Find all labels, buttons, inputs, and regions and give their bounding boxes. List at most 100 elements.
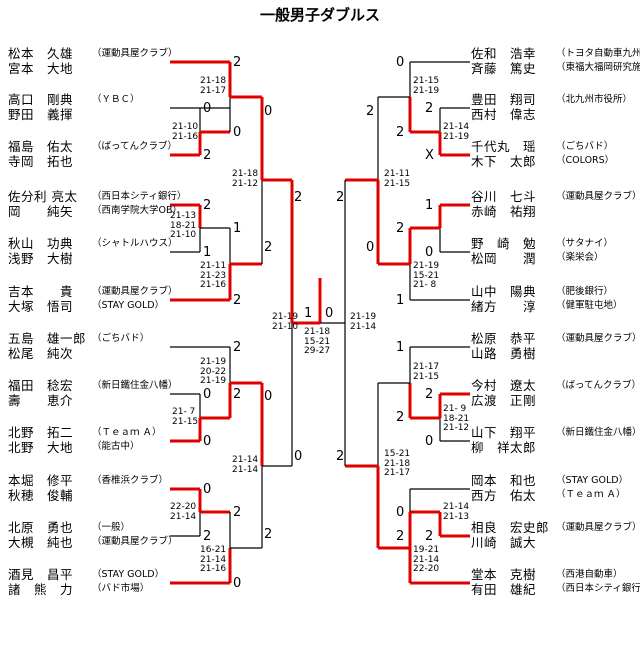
match-result: 1 [233, 221, 242, 236]
player-name: 今村 遼太 [471, 378, 537, 393]
match-result: 0 [203, 387, 212, 402]
player-name: 山中 陽典 [471, 284, 537, 299]
player-name: 川崎 誠大 [471, 535, 537, 550]
player-name: 佐分利 亮太 [8, 189, 78, 204]
player-name: 松岡 潤 [471, 251, 537, 266]
match-result: 2 [425, 387, 434, 402]
player-name: 有田 雄紀 [471, 582, 537, 597]
match-result: 0 [264, 104, 273, 119]
match-result: 0 [233, 125, 242, 140]
match-result: 1 [203, 245, 212, 260]
player-name: 山路 勇樹 [471, 346, 537, 361]
player-name: 松原 恭平 [471, 331, 537, 346]
club-name: （新日鐵住金八幡） [92, 380, 178, 391]
match-result: 0 [396, 55, 405, 70]
player-name: 佐和 浩幸 [471, 46, 537, 61]
player-name: 五島 雄一郎 [8, 331, 87, 346]
club-name: （バド市場） [92, 583, 150, 594]
club-name: （健軍駐屯地） [556, 300, 623, 311]
match-result: 2 [425, 101, 434, 116]
club-name: （ＹＢＣ） [92, 94, 140, 105]
player-name: 福島 佑太 [8, 139, 74, 154]
club-name: （運動具屋クラブ） [556, 333, 640, 344]
club-name: （一般） [92, 522, 131, 533]
club-name: （西南学院大学OB） [92, 205, 182, 216]
club-name: （Ｔｅａｍ Ａ） [556, 489, 626, 500]
club-name: （トヨタ自動車九州） [556, 48, 640, 59]
club-name: （COLORS） [556, 155, 615, 166]
player-name: 野田 義揮 [8, 107, 74, 122]
match-result: 0 [325, 306, 334, 321]
player-name: 野 崎 勉 [471, 236, 537, 251]
club-name: （香椎浜クラブ） [92, 475, 169, 486]
player-name: 赤崎 祐翔 [471, 204, 537, 219]
player-name: 松本 久雄 [8, 46, 74, 61]
match-result: X [425, 148, 434, 163]
match-result: 0 [425, 434, 434, 449]
club-name: （シャトルハウス） [92, 238, 178, 249]
match-result: 1 [396, 340, 405, 355]
club-name: （北九州市役所） [556, 94, 633, 105]
club-name: （運動具屋クラブ） [556, 191, 640, 202]
player-name: 壽 恵介 [8, 393, 74, 408]
match-result: 2 [233, 293, 242, 308]
player-name: 大塚 悟司 [8, 299, 74, 314]
player-name: 相良 宏史郎 [471, 520, 550, 535]
club-name: （肥後銀行） [556, 286, 614, 297]
club-name: （ばってんクラブ） [92, 141, 178, 152]
player-name: 高口 剛典 [8, 92, 74, 107]
match-result: 2 [396, 410, 405, 425]
club-name: （STAY GOLD） [92, 569, 165, 580]
player-name: 浅野 大樹 [8, 251, 74, 266]
club-name: （西日本シティ銀行） [556, 583, 640, 594]
match-result: 1 [396, 293, 405, 308]
match-result: 2 [396, 125, 405, 140]
match-result: 2 [233, 505, 242, 520]
match-result: 0 [203, 434, 212, 449]
player-name: 山下 翔平 [471, 425, 537, 440]
player-name: 西方 佑太 [471, 488, 537, 503]
player-name: 北野 拓二 [8, 425, 74, 440]
player-name: 福田 稔宏 [8, 378, 74, 393]
player-name: 本堀 修平 [8, 473, 74, 488]
match-result: 2 [203, 529, 212, 544]
match-result: 0 [425, 245, 434, 260]
player-name: 斉藤 篤史 [471, 61, 537, 76]
club-name: （STAY GOLD） [556, 475, 629, 486]
player-name: 緒方 淳 [471, 299, 537, 314]
club-name: （ばってんクラブ） [556, 380, 640, 391]
player-name: 岡 純矢 [8, 204, 74, 219]
match-result: 0 [264, 389, 273, 404]
match-result: 0 [396, 505, 405, 520]
player-name: 広渡 正剛 [471, 393, 537, 408]
player-name: 大槻 純也 [8, 535, 74, 550]
club-name: （STAY GOLD） [92, 300, 165, 311]
match-result: 2 [396, 529, 405, 544]
player-name: 岡本 和也 [471, 473, 537, 488]
player-name: 堂本 克樹 [471, 567, 537, 582]
player-name: 北野 大地 [8, 440, 74, 455]
player-name: 豊田 翔司 [471, 92, 537, 107]
match-result: 2 [366, 104, 375, 119]
club-name: （運動具屋クラブ） [556, 522, 640, 533]
match-result: 0 [294, 449, 303, 464]
club-name: （楽栄会） [556, 252, 604, 263]
club-name: （ごちバド） [92, 333, 150, 344]
player-name: 千代丸 瑶 [471, 139, 537, 154]
